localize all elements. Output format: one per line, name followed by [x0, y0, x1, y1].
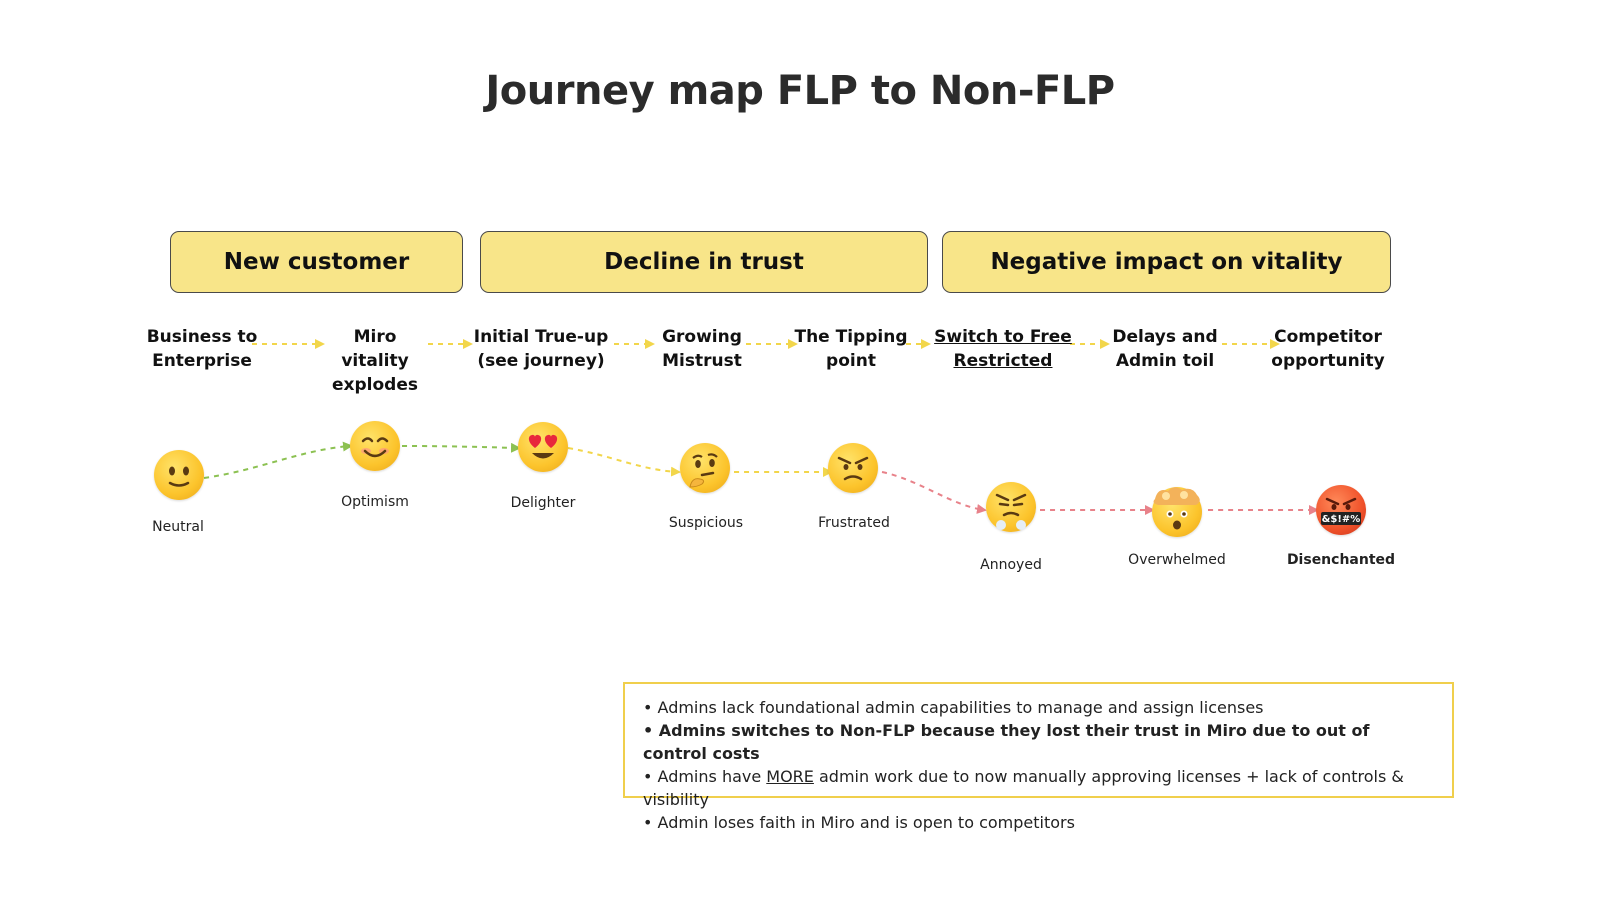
- steam-from-nose-face-icon: [986, 482, 1036, 532]
- emotion-label-optimism: Optimism: [341, 494, 409, 510]
- smiling-face-icon: [350, 421, 400, 471]
- emotion-label-suspicious: Suspicious: [668, 515, 744, 531]
- neutral-face-icon: [154, 450, 204, 500]
- page-title: Journey map FLP to Non-FLP: [485, 68, 1115, 114]
- cursing-face-icon: &$!#%: [1316, 485, 1366, 535]
- emotion-path-neutral: [567, 447, 681, 477]
- emotion-label-delighter: Delighter: [510, 495, 576, 511]
- emotion-label-disenchanted: Disenchanted: [1286, 552, 1396, 568]
- note-line: • Admin loses faith in Miro and is open …: [643, 813, 1075, 832]
- emotion-label-frustrated: Frustrated: [818, 515, 890, 531]
- emotion-label-overwhelmed: Overwhelmed: [1128, 552, 1226, 568]
- notes-box: • Admins lack foundational admin capabil…: [623, 682, 1454, 832]
- heart-eyes-face-icon: [518, 422, 568, 472]
- emotion-path-positive: [203, 441, 353, 479]
- emotion-label-neutral: Neutral: [152, 519, 204, 535]
- emotion-label-annoyed: Annoyed: [980, 557, 1042, 573]
- note-line: • Admins switches to Non-FLP because the…: [643, 721, 1370, 763]
- note-line: • Admins have MORE admin work due to now…: [643, 767, 1404, 809]
- thinking-face-icon: [680, 443, 730, 493]
- phase-new-customer[interactable]: New customer: [170, 231, 463, 293]
- emotion-path-positive: [401, 442, 521, 453]
- exploding-head-icon: [1152, 487, 1202, 537]
- phase-negative-impact[interactable]: Negative impact on vitality: [942, 231, 1391, 293]
- note-line: • Admins lack foundational admin capabil…: [643, 698, 1264, 717]
- cursing-symbols: &$!#%: [1322, 514, 1361, 525]
- stage-initial-true-up: Initial True-up(see journey): [473, 327, 609, 371]
- phase-decline-in-trust[interactable]: Decline in trust: [480, 231, 928, 293]
- emotion-path-negative: [881, 471, 987, 514]
- angry-face-icon: [828, 443, 878, 493]
